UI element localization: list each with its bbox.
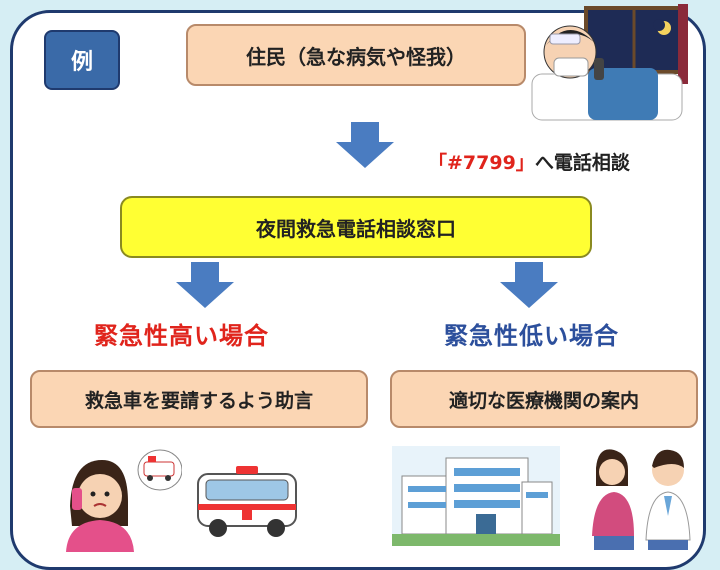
hotline-callout: 「#7799」へ電話相談	[428, 148, 630, 175]
ambulance-icon	[197, 466, 297, 537]
arrow-down-right-icon	[500, 262, 558, 308]
hospital-guidance-box: 適切な医療機関の案内	[390, 370, 698, 428]
hotline-suffix: へ電話相談	[534, 152, 630, 174]
woman-calling-ambulance-icon	[66, 449, 182, 552]
arrow-down-left-icon	[176, 262, 234, 308]
resident-box: 住民（急な病気や怪我）	[186, 24, 526, 86]
call-ambulance-advice-box: 救急車を要請するよう助言	[30, 370, 368, 428]
arrow-down-icon	[336, 122, 394, 168]
example-tag: 例	[44, 30, 120, 90]
night-emergency-consultation-box: 夜間救急電話相談窓口	[120, 196, 592, 258]
sick-person-in-bed-icon	[531, 4, 688, 121]
high-urgency-heading: 緊急性高い場合	[94, 322, 269, 350]
doctor-consultation-icon	[592, 449, 691, 550]
hospital-building-icon	[392, 446, 560, 546]
hotline-number: 「#7799」	[428, 152, 535, 174]
low-urgency-heading: 緊急性低い場合	[444, 322, 619, 350]
